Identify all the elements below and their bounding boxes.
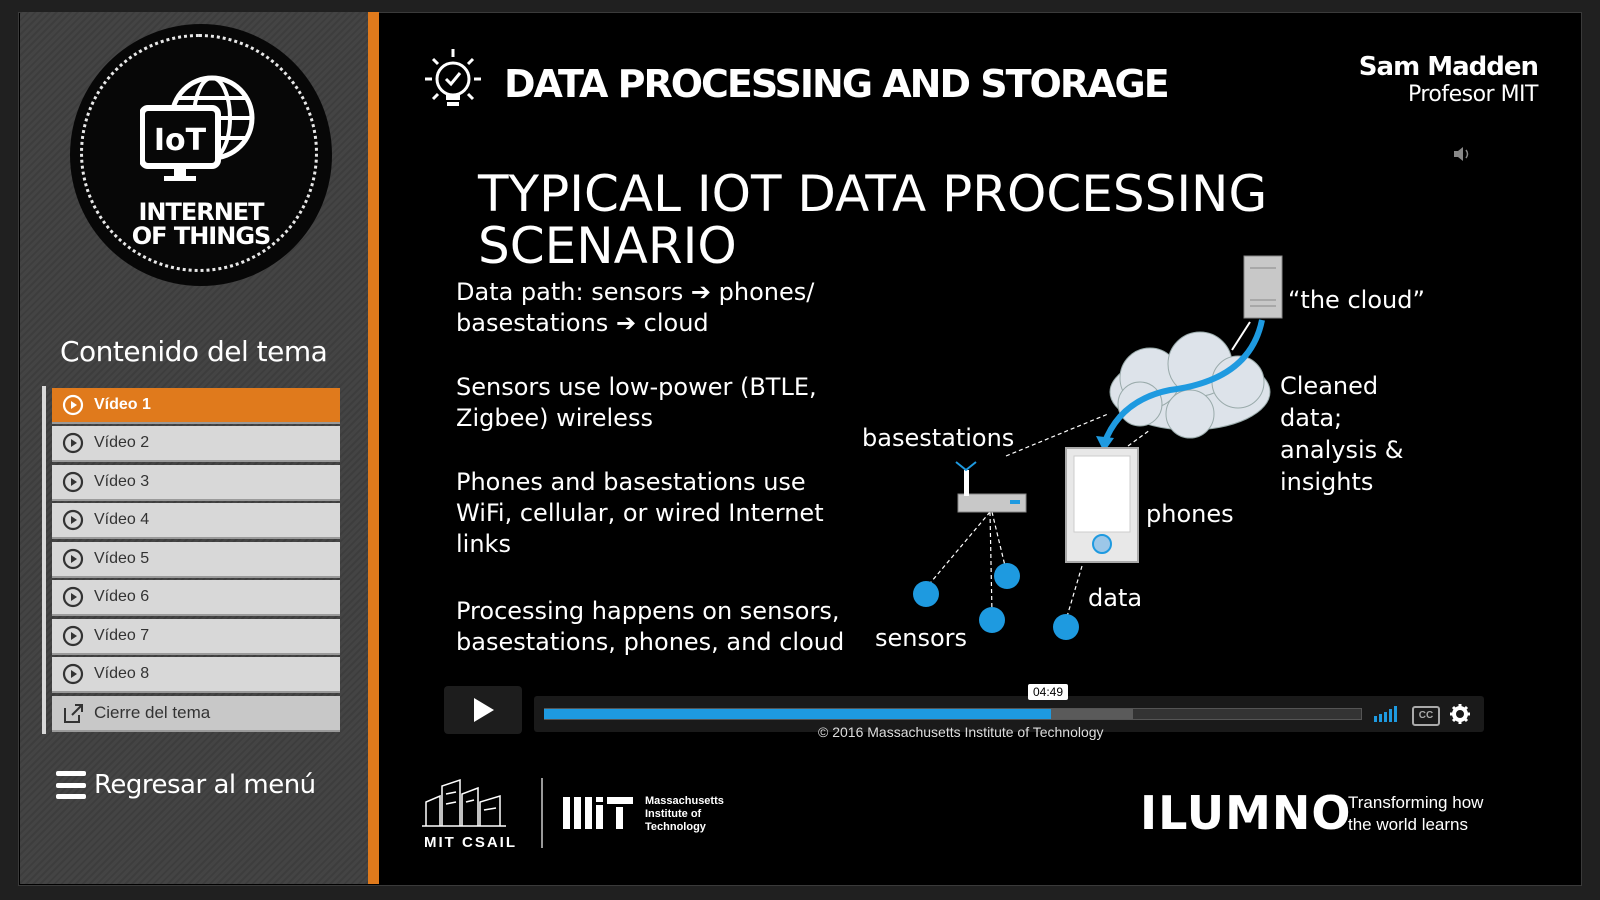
play-circle-icon	[62, 471, 84, 493]
sensors-label: sensors	[875, 624, 968, 652]
bullet-data-path: Data path: sensors ➔ phones/basestations…	[456, 278, 815, 337]
play-circle-icon	[62, 548, 84, 570]
volume-icon[interactable]	[1372, 706, 1402, 722]
play-circle-icon	[62, 625, 84, 647]
player-controls: 04:49	[444, 684, 1484, 734]
back-to-menu-label: Regresar al menú	[94, 770, 316, 800]
video-item-3[interactable]: Vídeo 3	[52, 465, 340, 501]
video-item-label: Vídeo 5	[94, 550, 150, 567]
logo-text: INTERNET OF THINGS	[131, 198, 272, 250]
video-item-1[interactable]: Vídeo 1	[52, 388, 340, 424]
basestations-label: basestations	[862, 424, 1015, 452]
close-topic-label: Cierre del tema	[94, 703, 211, 722]
basestation-icon	[955, 461, 1027, 513]
gear-icon[interactable]	[1449, 703, 1471, 725]
presenter-role: Profesor MIT	[1407, 82, 1539, 107]
phone-icon	[1065, 447, 1139, 563]
video-item-label: Vídeo 1	[94, 396, 151, 413]
csail-logo-icon	[422, 778, 506, 827]
bullet-processing: Processing happens on sensors,basestatio…	[456, 597, 845, 656]
back-to-menu-button[interactable]: Regresar al menú	[56, 770, 316, 800]
course-title: DATA PROCESSING AND STORAGE	[504, 62, 1170, 106]
copyright-text: © 2016 Massachusetts Institute of Techno…	[818, 724, 1104, 740]
video-item-label: Vídeo 4	[94, 511, 150, 528]
sidebar-divider	[368, 12, 379, 884]
presenter: Sam Madden Profesor MIT	[1358, 52, 1539, 107]
mit-name: Massachusetts Institute of Technology	[645, 795, 724, 833]
play-button[interactable]	[444, 686, 522, 734]
footer-divider	[541, 778, 543, 848]
slide-title: TYPICAL IOT DATA PROCESSING SCENARIO	[478, 165, 1268, 275]
video-item-label: Vídeo 6	[94, 588, 150, 605]
video-item-label: Vídeo 7	[94, 627, 150, 644]
iot-logo: IoT INTERNET OF THINGS	[70, 24, 332, 286]
video-item-2[interactable]: Vídeo 2	[52, 426, 340, 462]
mit-logo-icon	[563, 797, 633, 829]
time-tooltip: 04:49	[1028, 684, 1069, 700]
captions-button[interactable]: CC	[1412, 706, 1440, 726]
video-item-8[interactable]: Vídeo 8	[52, 657, 340, 693]
cleaned-data-label: Cleaned data; analysis & insights	[1280, 372, 1404, 496]
play-circle-icon	[62, 509, 84, 531]
progress-bar[interactable]	[544, 709, 1051, 719]
globe-monitor-icon: IoT	[140, 75, 255, 181]
ilumno-logo: ILUMNO	[1140, 786, 1352, 840]
phones-label: phones	[1146, 500, 1234, 528]
play-circle-icon	[62, 432, 84, 454]
video-item-label: Vídeo 8	[94, 665, 150, 682]
bullet-sensors: Sensors use low-power (BTLE,Zigbee) wire…	[456, 373, 817, 432]
data-label: data	[1088, 584, 1143, 612]
video-item-6[interactable]: Vídeo 6	[52, 580, 340, 616]
ilumno-tagline: Transforming how the world learns	[1348, 793, 1484, 834]
speaker-icon[interactable]	[1452, 146, 1472, 162]
svg-text:IoT: IoT	[154, 123, 207, 158]
video-item-label: Vídeo 2	[94, 434, 150, 451]
play-circle-icon	[62, 663, 84, 685]
server-icon	[1243, 255, 1283, 319]
close-topic-item[interactable]: Cierre del tema	[52, 696, 340, 732]
section-title: Contenido del tema	[60, 335, 328, 368]
lightbulb-icon	[425, 49, 481, 106]
external-link-icon	[64, 704, 83, 723]
play-circle-icon	[62, 394, 84, 416]
play-circle-icon	[62, 586, 84, 608]
cloud-label: “the cloud”	[1288, 286, 1425, 314]
presenter-name: Sam Madden	[1358, 52, 1539, 82]
play-icon	[474, 698, 494, 722]
video-item-7[interactable]: Vídeo 7	[52, 619, 340, 655]
video-item-5[interactable]: Vídeo 5	[52, 542, 340, 578]
sensor-dots	[913, 563, 1079, 640]
video-item-4[interactable]: Vídeo 4	[52, 503, 340, 539]
video-item-label: Vídeo 3	[94, 473, 150, 490]
csail-label: MIT CSAIL	[424, 834, 517, 851]
hamburger-icon	[56, 771, 86, 799]
